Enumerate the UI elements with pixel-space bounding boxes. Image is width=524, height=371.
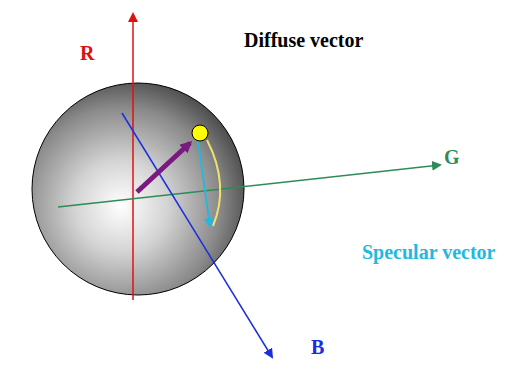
sphere: [32, 83, 244, 295]
vector-label: Diffuse vector: [244, 29, 363, 51]
axis-label: B: [311, 336, 324, 358]
axis-label: R: [80, 42, 94, 64]
axis-label: G: [444, 146, 460, 168]
r-axis: [132, 14, 134, 300]
g-axis: [58, 165, 440, 207]
surface-point: [192, 125, 208, 141]
specular-arrow: [198, 141, 210, 226]
diffuse-arrow: [137, 143, 190, 192]
b-axis: [122, 113, 272, 357]
vector-label: Specular vector: [362, 241, 496, 263]
